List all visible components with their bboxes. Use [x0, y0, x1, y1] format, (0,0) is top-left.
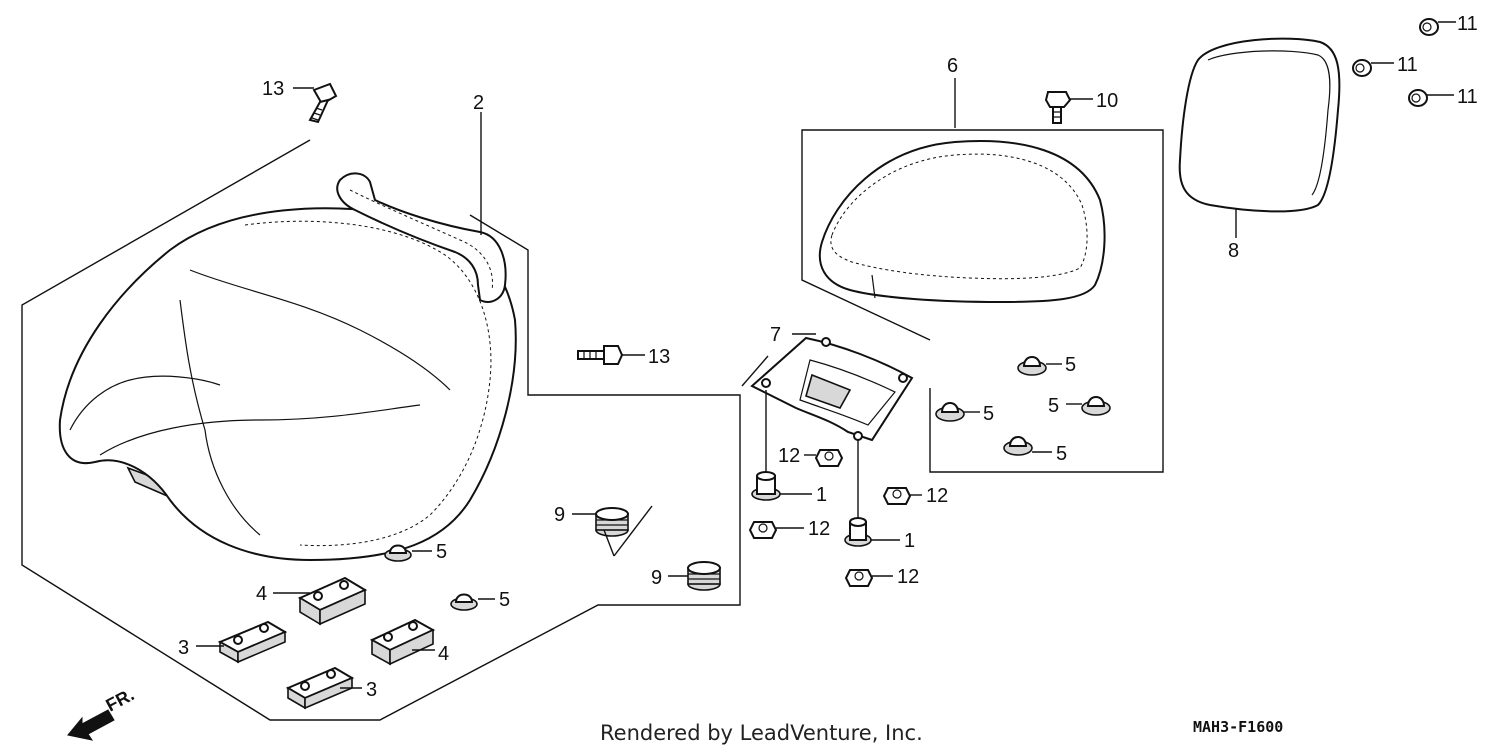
diagram-code: MAH3-F1600 [1193, 718, 1283, 736]
damper-9-lower[interactable] [687, 561, 721, 591]
render-credit: Rendered by LeadVenture, Inc. [600, 721, 923, 745]
callout-6: 6 [947, 55, 958, 77]
backrest-pad[interactable] [1178, 37, 1341, 213]
front-direction-arrow: FR. [67, 684, 137, 741]
damper-9-guide [613, 505, 653, 557]
callout-9-upper: 9 [554, 504, 565, 526]
grommet-5-passenger-d[interactable] [1003, 436, 1033, 456]
grommet-11-a[interactable] [1419, 18, 1439, 36]
callout-5-f: 5 [1056, 443, 1067, 465]
callout-5-c: 5 [1065, 354, 1076, 376]
grommet-11-b[interactable] [1352, 59, 1372, 77]
callout-11-b: 11 [1397, 54, 1418, 76]
callout-5-e: 5 [1048, 395, 1059, 417]
callout-13-middle: 13 [648, 346, 670, 368]
callout-12-d: 12 [897, 566, 919, 588]
callout-1-right: 1 [904, 530, 915, 552]
nut-12-b[interactable] [882, 487, 912, 505]
plate-3-upper[interactable] [217, 620, 288, 664]
grommet-5-rider-a[interactable] [384, 544, 412, 562]
passenger-seat-group-outline [801, 129, 1164, 473]
callout-5-d: 5 [983, 403, 994, 425]
grommet-5-passenger-c[interactable] [1081, 396, 1111, 416]
callout-3-lower: 3 [366, 679, 377, 701]
callout-11-c: 11 [1457, 86, 1478, 108]
bolt-13-top[interactable] [308, 82, 338, 124]
callout-10: 10 [1096, 90, 1118, 112]
callout-8: 8 [1228, 240, 1239, 262]
damper-9-upper[interactable] [595, 507, 629, 537]
callout-13-top: 13 [262, 78, 284, 100]
callout-3-upper: 3 [178, 637, 189, 659]
grommet-5-passenger-a[interactable] [1017, 356, 1047, 376]
nut-12-c[interactable] [748, 521, 778, 539]
nut-12-d[interactable] [844, 569, 874, 587]
rider-seat[interactable] [58, 172, 517, 562]
callout-12-b: 12 [926, 485, 948, 507]
callout-12-c: 12 [808, 518, 830, 540]
callout-5-b: 5 [499, 589, 510, 611]
collar-1-right[interactable] [844, 517, 872, 547]
callout-9-lower: 9 [651, 567, 662, 589]
bolt-10[interactable] [1044, 91, 1072, 124]
grommet-5-passenger-b[interactable] [935, 402, 965, 422]
callout-1-left: 1 [816, 484, 827, 506]
callout-4-lower: 4 [438, 643, 449, 665]
callout-7: 7 [770, 324, 781, 346]
callout-4-upper: 4 [256, 583, 267, 605]
rubber-block-4-lower[interactable] [369, 618, 436, 666]
rubber-block-4-upper[interactable] [297, 576, 368, 626]
grommet-11-c[interactable] [1408, 89, 1428, 107]
bolt-13-middle[interactable] [577, 345, 624, 365]
callout-2: 2 [473, 92, 484, 114]
callout-5-a: 5 [436, 541, 447, 563]
callout-12-a: 12 [778, 445, 800, 467]
passenger-seat[interactable] [818, 140, 1106, 304]
grommet-5-rider-b[interactable] [450, 593, 478, 611]
nut-12-a[interactable] [814, 449, 844, 467]
collar-1-left[interactable] [751, 471, 781, 501]
seat-bracket[interactable] [750, 336, 914, 442]
callout-11-a: 11 [1457, 13, 1478, 35]
rider-seat-group-outline [21, 139, 741, 721]
